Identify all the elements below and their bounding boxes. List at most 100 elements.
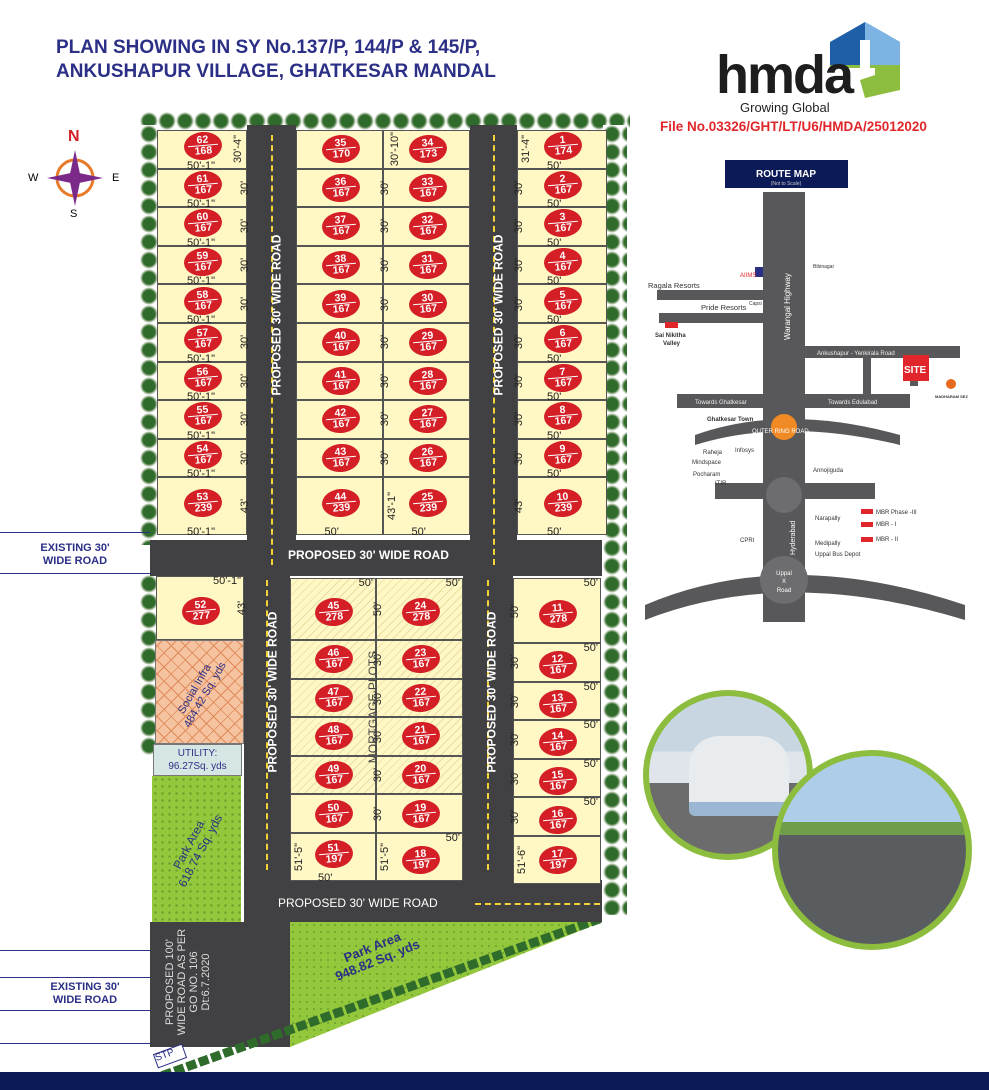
plot-dimension-side: 30' [238,219,251,234]
highway-photo [772,750,972,950]
plot-area: 167 [418,186,438,200]
plot-area: 167 [549,779,568,793]
tree-border-right [603,125,627,915]
plot-dimension-side: 30' [513,412,526,427]
compass-north: N [68,128,80,145]
plot-dimension-side: 30' [513,296,526,311]
compass: N S E W [20,128,130,223]
plot-dimension-side: 31'-4" [520,135,533,164]
rm-madharam: MADHARAM SEZ [935,394,968,399]
plot-area: 167 [331,301,351,316]
plot-dimension-side: 30' [238,450,251,466]
plot-area: 167 [194,453,213,467]
rm-mbr1: MBR - I [876,522,897,528]
road-label-v4: PROPOSED 30' WIDE ROAD [484,611,499,773]
plot-area: 167 [331,186,351,200]
rm-site: SITE [904,365,927,376]
plot-area: 197 [411,858,431,872]
plot-area: 167 [554,221,573,236]
site-marker [903,355,929,381]
route-map-subtitle: (Not to Scale) [771,181,802,187]
rm-warangal-highway: Warangal Highway [783,273,792,340]
plot-area: 167 [331,417,351,432]
rm-sai-nikitha: Sai Nikitha [655,333,686,339]
compass-west: W [28,172,39,184]
plot-area: 167 [549,740,568,755]
